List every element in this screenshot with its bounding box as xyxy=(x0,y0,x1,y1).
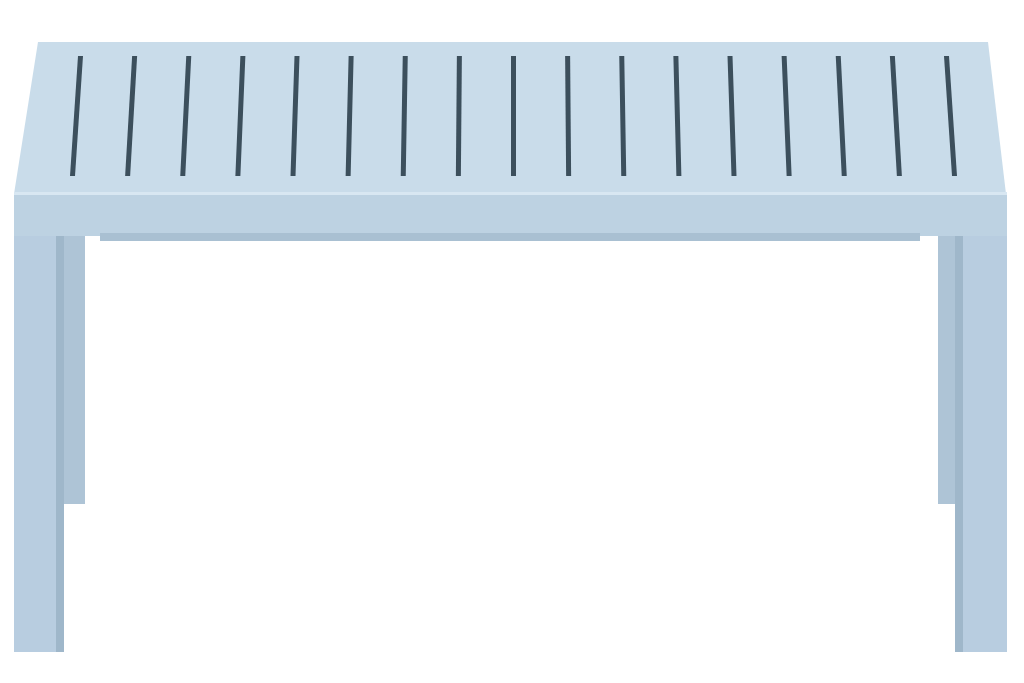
slat-gap xyxy=(235,56,246,176)
front-right-leg-side xyxy=(955,232,963,652)
slat-gap xyxy=(400,56,408,176)
apron-bottom-shadow xyxy=(100,233,920,241)
tabletop-surface xyxy=(14,42,1006,194)
front-left-leg xyxy=(14,232,64,652)
front-left-leg-side xyxy=(56,232,64,652)
slat-gap xyxy=(565,56,572,176)
slat-gap xyxy=(180,56,192,176)
slat-gap xyxy=(125,56,138,176)
front-right-leg xyxy=(955,232,1007,652)
slat-gap xyxy=(619,56,627,176)
slat-gap xyxy=(835,56,847,176)
slat-gap xyxy=(944,56,957,176)
apron-top-highlight xyxy=(14,192,1007,195)
slat-gaps xyxy=(70,56,957,176)
slat-gap xyxy=(455,56,462,176)
slat-gap xyxy=(781,56,792,176)
slat-gap xyxy=(345,56,354,176)
rear-left-leg xyxy=(63,232,85,504)
slat-gap xyxy=(511,56,516,176)
slat-gap xyxy=(70,56,83,176)
slat-gap xyxy=(290,56,300,176)
slat-gap xyxy=(889,56,902,176)
rear-right-leg xyxy=(938,232,960,504)
slat-gap xyxy=(727,56,737,176)
slat-gap xyxy=(673,56,682,176)
front-apron xyxy=(14,192,1007,236)
